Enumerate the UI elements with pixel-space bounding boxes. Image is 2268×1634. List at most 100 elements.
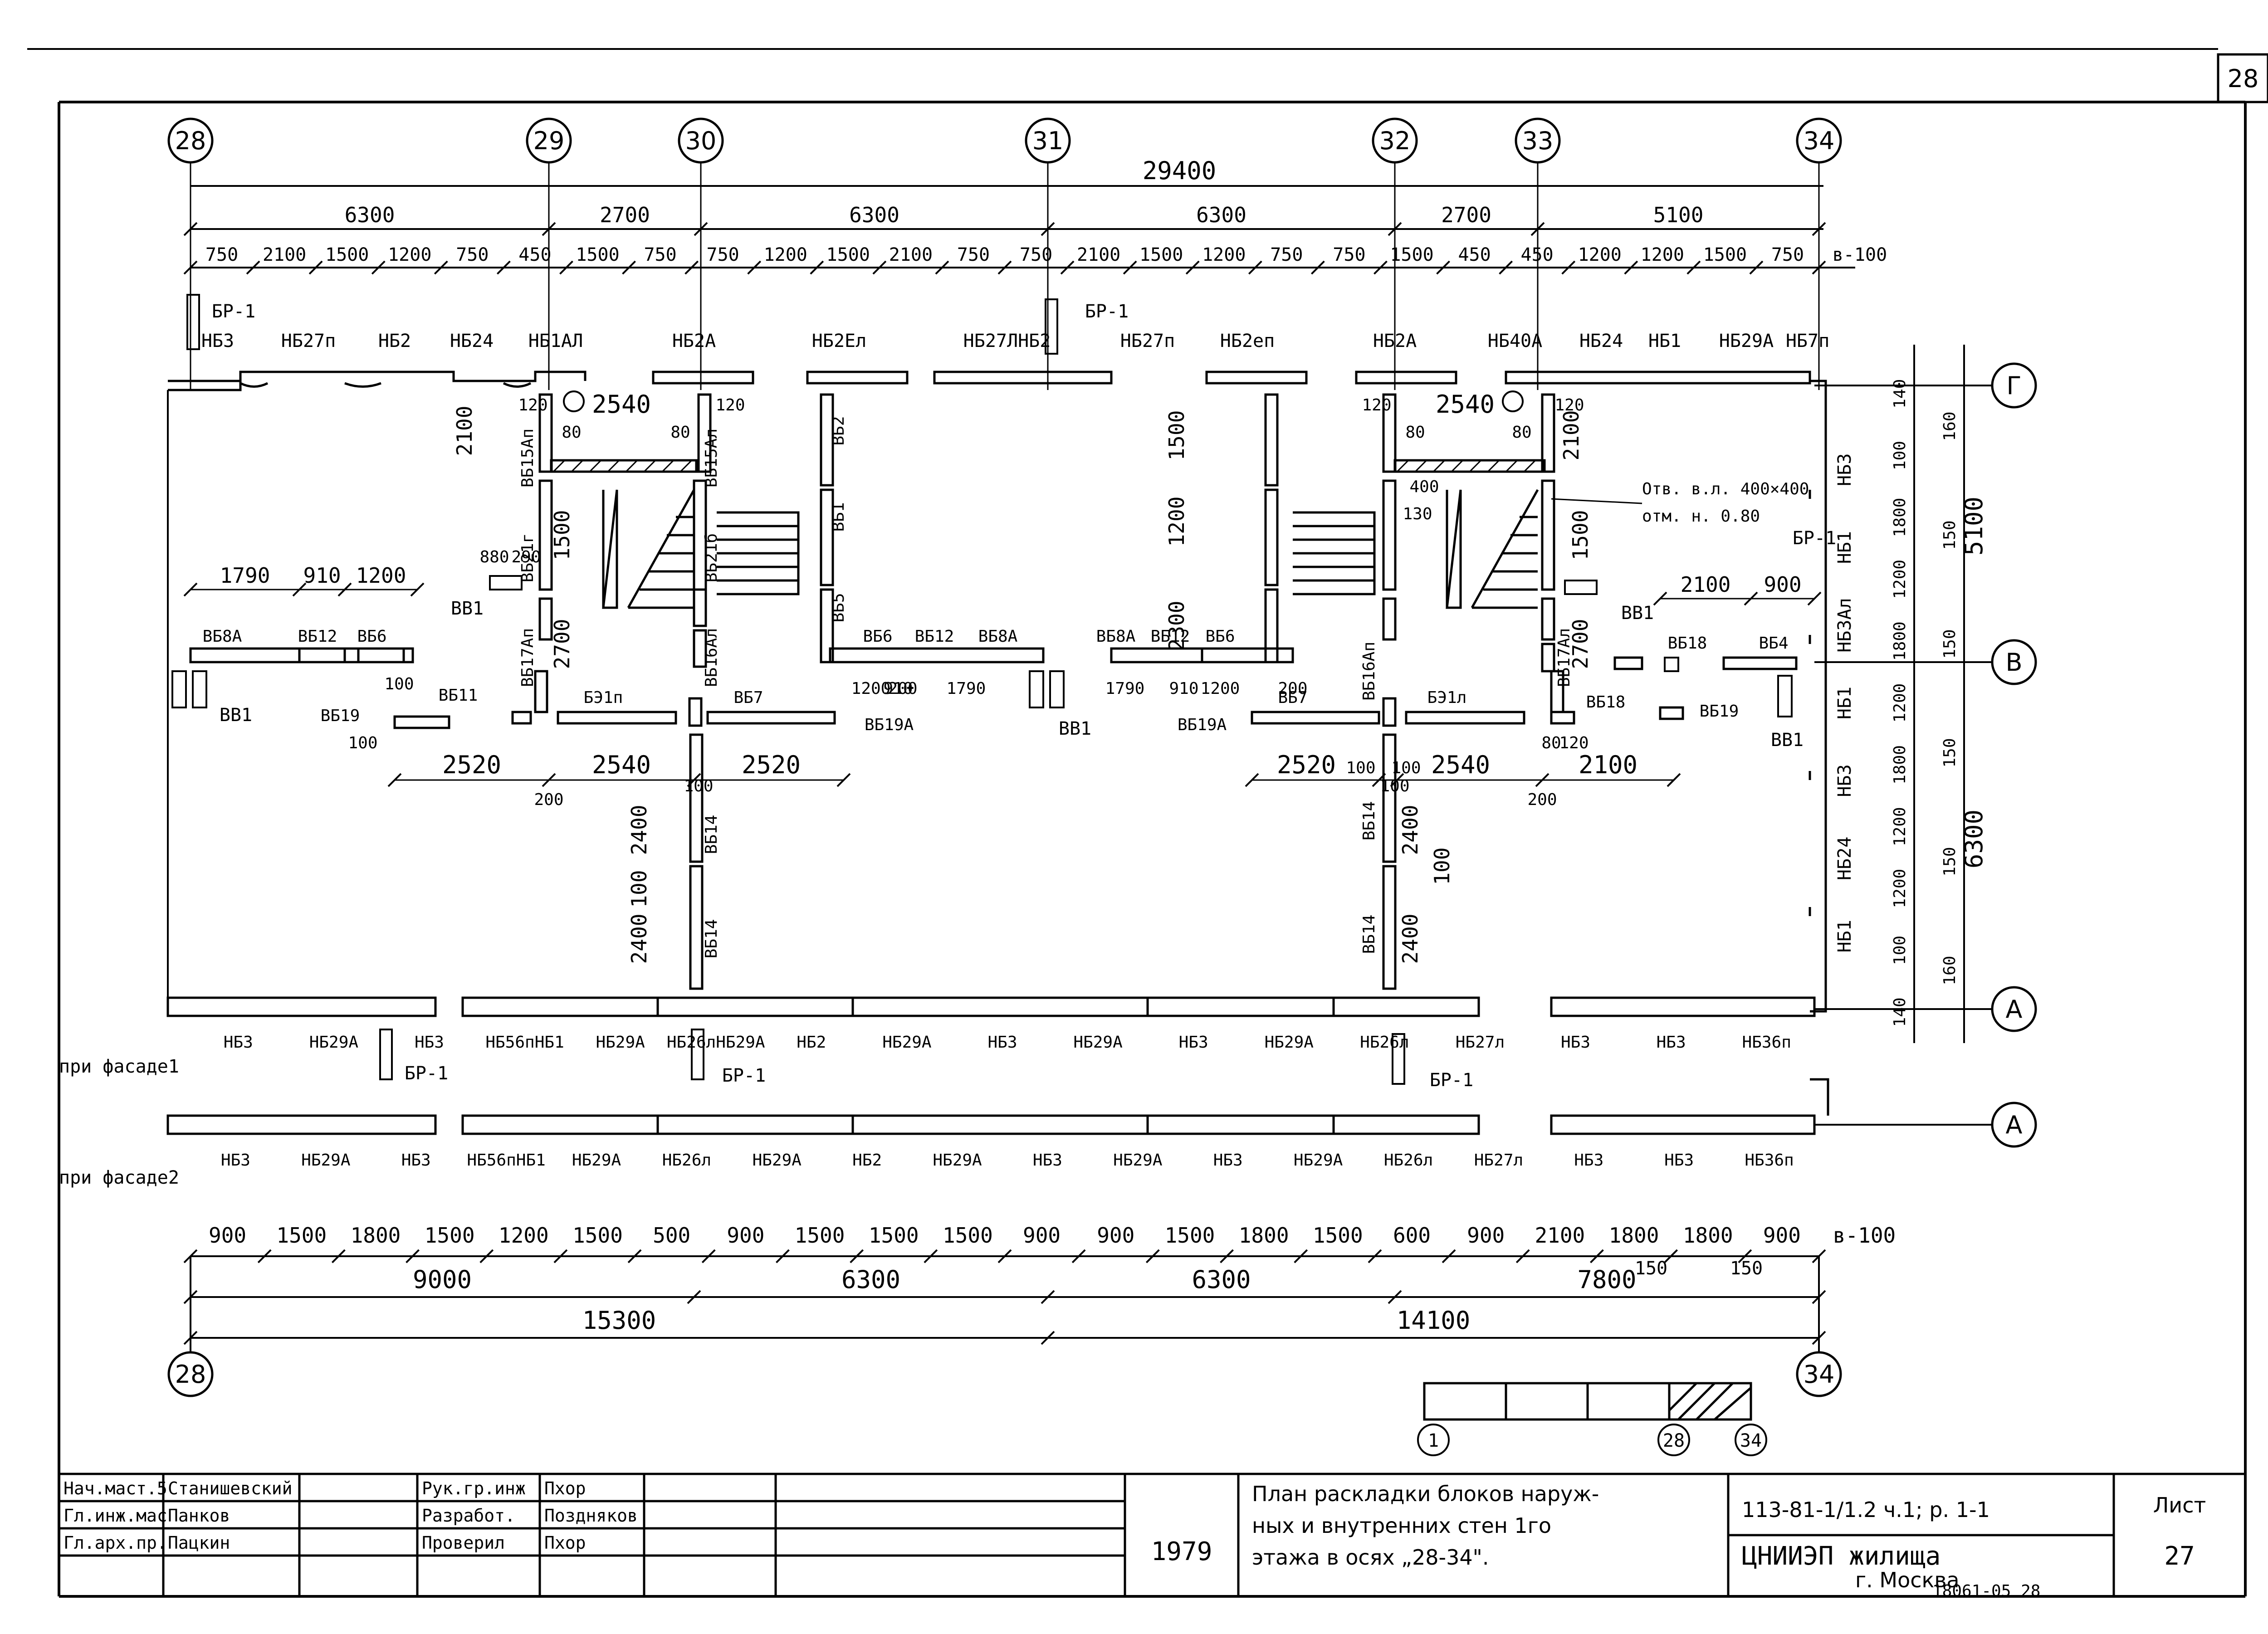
block-bottom2-12: НБ29А [1294, 1151, 1343, 1170]
block-inner-7: ВБ12 [1151, 627, 1190, 646]
dim-bottom-r1-0: 900 [209, 1223, 246, 1248]
tb-name-1: Панков [168, 1506, 230, 1526]
axis-bottom-28-circle [167, 1351, 214, 1397]
dim-right-c1-5: 1200 [1891, 683, 1909, 723]
block-inner-30: ВБ14 [702, 815, 721, 854]
axis-top-28-circle [167, 117, 214, 164]
dim-right-c2-5: 160 [1941, 956, 1959, 985]
sheet-frame [27, 48, 2268, 1598]
dim-top-r2-6: 1500 [576, 244, 619, 265]
block-top-3: НБ24 [450, 331, 494, 351]
dim-top-r2-12: 750 [957, 244, 990, 265]
total-dimension-top: 29400 [1143, 156, 1217, 185]
dim-bottom-r2-3: 7800 [1577, 1265, 1636, 1294]
block-top-1: НБ27п [281, 331, 336, 351]
dim-bottom-r1-7: 900 [727, 1223, 764, 1248]
dim-inner-small-2: 100 [348, 734, 377, 752]
tb-sheet-no: 27 [2164, 1541, 2195, 1571]
block-top-13: НБ1 [1648, 331, 1681, 351]
dim-top-r2-4: 750 [456, 244, 489, 265]
block-inner-31: ВБ14 [702, 919, 721, 959]
key-plan [1423, 1382, 1752, 1421]
block-inner-19: ВБ19А [865, 716, 914, 734]
dim-bottom-small-1: 150 [1730, 1258, 1763, 1279]
dim-bottom-r1-3: 1500 [425, 1223, 475, 1248]
axis-right-0: Г [2007, 371, 2022, 400]
lintel-3: ВВ1 [1621, 603, 1654, 624]
dim-inner-small-13: 1790 [947, 679, 986, 698]
hatch-west [552, 459, 1536, 473]
axis-top-29: 29 [533, 127, 565, 155]
dim-bottom-r2-0: 9000 [413, 1265, 472, 1294]
br-label-4: БР-1 [1430, 1070, 1473, 1091]
axis-bottom-28: 28 [175, 1360, 206, 1389]
dim-bottom-r1-6: 500 [653, 1223, 690, 1248]
dim-right-c1-0: 140 [1891, 379, 1909, 409]
dim-stair-2: 120 [518, 396, 547, 415]
tb-name2-2: Пхор [544, 1533, 586, 1553]
dim-top-r2-21: 450 [1521, 244, 1554, 265]
block-inner-17: ВБ19 [321, 707, 360, 725]
top-dimension-lines [191, 185, 1855, 268]
axis-top-28: 28 [175, 127, 206, 155]
dim-stair-11: 130 [1403, 505, 1432, 523]
dim-inner-e-1: 100 [1346, 759, 1375, 777]
dim-vert-left-3: 2400 [627, 805, 651, 855]
dim-top-r2-19: 1500 [1390, 244, 1433, 265]
dim-stair-1: 2540 [1436, 390, 1495, 419]
block-inner-26: ВБ16Ал [702, 628, 721, 687]
opening-note-mark: отм. н. 0.80 [1642, 507, 1760, 526]
dim-inner-small-15: 910 [1169, 679, 1198, 698]
dim-bottom-r1-1: 1500 [276, 1223, 327, 1248]
block-inner-21: ВБ15Ап [518, 429, 537, 488]
block-inner-34: ВБ14 [1360, 801, 1378, 841]
axis-top-33: 33 [1522, 127, 1554, 155]
dim-top-r2-11: 2100 [889, 244, 933, 265]
block-bottom1-7: НБ29А [882, 1033, 932, 1052]
block-right-5: НБ24 [1834, 837, 1855, 880]
block-bottom2-15: НБ3 [1574, 1151, 1603, 1170]
block-inner-28: ВБ1 [829, 502, 848, 532]
block-bottom1-6: НБ2 [797, 1033, 826, 1052]
dim-vert-right-5: 2400 [1398, 914, 1422, 964]
br-label-2: БР-1 [405, 1063, 448, 1084]
block-inner-13: ВБ7 [733, 688, 763, 707]
dim-inner-b-1: 900 [1764, 572, 1801, 597]
block-bottom1-10: НБ3 [1179, 1033, 1208, 1052]
dim-inner-e-0: 2520 [1277, 751, 1336, 779]
block-inner-10: ВБ4 [1759, 634, 1788, 653]
dim-inner-small-6: 80 [1541, 734, 1561, 752]
block-top-15: НБ7п [1786, 331, 1829, 351]
dim-right-c1-6: 1800 [1891, 745, 1909, 785]
dim-inner-a-0: 1790 [220, 563, 270, 588]
dim-top-r1-2: 6300 [849, 203, 899, 227]
block-bottom1-0: НБ3 [224, 1033, 253, 1052]
dim-bottom-r1-16: 600 [1393, 1223, 1431, 1248]
block-inner-27: ВБ2 [829, 416, 848, 445]
block-bottom2-14: НБ27л [1474, 1151, 1523, 1170]
dim-top-r2-7: 750 [644, 244, 676, 265]
block-bottom2-4: НБ29А [572, 1151, 621, 1170]
dim-top-r2-13: 750 [1020, 244, 1052, 265]
dim-bottom-r1-20: 1800 [1683, 1223, 1733, 1248]
block-inner-16: ВБ18 [1586, 693, 1626, 712]
dim-inner-w-1: 2540 [592, 751, 651, 779]
axis-right-2: А [2006, 995, 2023, 1024]
dim-right-c1-3: 1200 [1891, 560, 1909, 599]
dim-inner-small-5: 100 [1380, 777, 1409, 795]
block-bottom1-8: НБ3 [987, 1033, 1017, 1052]
block-inner-14: ВБ7 [1278, 688, 1307, 707]
dim-right-c1-1: 100 [1891, 441, 1909, 470]
dim-bottom-r3-1: 14100 [1397, 1306, 1471, 1335]
dim-bottom-r1-8: 1500 [795, 1223, 845, 1248]
dim-stair-0: 2540 [592, 390, 651, 419]
dim-bottom-r1-2: 1800 [351, 1223, 401, 1248]
dim-inner-small-14: 1790 [1105, 679, 1145, 698]
